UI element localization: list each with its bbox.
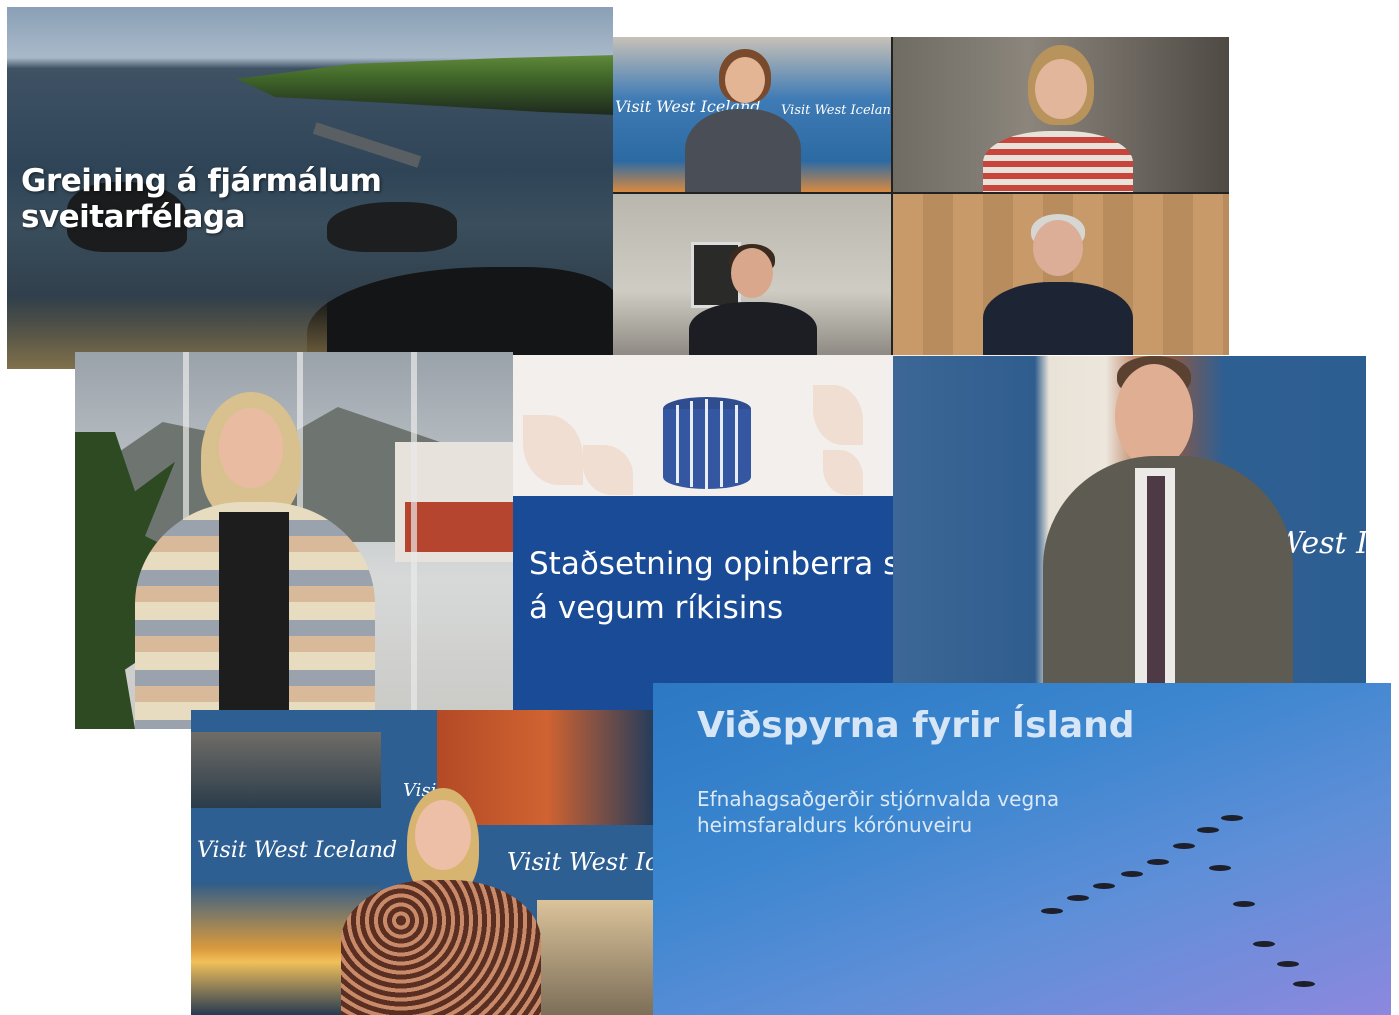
- poster-watermark: Visit West Icel: [507, 848, 657, 876]
- sea-rock: [327, 202, 457, 252]
- cliff-shape: [237, 55, 613, 115]
- coast-title: Greining á fjármálum sveitarfélaga: [21, 163, 382, 235]
- bird-icon: [1221, 815, 1243, 821]
- bird-icon: [1293, 981, 1315, 987]
- bird-icon: [1209, 865, 1231, 871]
- bird-icon: [1197, 827, 1219, 833]
- video-cell-2: [893, 37, 1229, 192]
- woman-posters-photo-tile: Visit West Iceland Visit West Icel Visi: [191, 710, 657, 1015]
- poster-watermark: Visit West Iceland: [197, 838, 398, 863]
- poster-watermark: Visit West Iceland: [781, 103, 891, 118]
- slide-subtitle: Efnahagsaðgerðir stjórnvalda vegna heims…: [697, 787, 1060, 837]
- coast-photo-tile: Greining á fjármálum sveitarfélaga: [7, 7, 613, 369]
- economic-measures-slide-tile: Viðspyrna fyrir Ísland Efnahagsaðgerðir …: [653, 683, 1391, 1015]
- video-call-grid-tile: Visit West Iceland Visit West Iceland: [613, 37, 1229, 355]
- person-avatar: [673, 47, 813, 192]
- poster-seastack: [537, 900, 657, 1015]
- poster-landscape: [191, 732, 381, 808]
- person-avatar: [973, 45, 1143, 192]
- person-avatar: [1043, 356, 1293, 703]
- bird-icon: [1233, 901, 1255, 907]
- poster-person-orange: [437, 710, 657, 825]
- bird-icon: [1093, 883, 1115, 889]
- leaf-decoration: [813, 385, 863, 445]
- bird-icon: [1277, 961, 1299, 967]
- video-cell-3: [613, 194, 891, 355]
- man-suit-photo-tile: West Ic: [893, 356, 1366, 703]
- pier-shape: [312, 122, 422, 168]
- person-avatar: [683, 240, 823, 355]
- sea-rock: [67, 182, 187, 252]
- slide-heading: Viðspyrna fyrir Ísland: [697, 705, 1135, 746]
- bird-icon: [1067, 895, 1089, 901]
- bird-icon: [1147, 859, 1169, 865]
- woman-window-photo-tile: [75, 352, 513, 729]
- bird-icon: [1121, 871, 1143, 877]
- person-avatar: [135, 392, 375, 729]
- bird-icon: [1173, 843, 1195, 849]
- video-cell-4: [893, 194, 1229, 355]
- person-avatar: [973, 212, 1143, 355]
- leaf-decoration: [523, 415, 583, 485]
- video-cell-1: Visit West Iceland Visit West Iceland: [613, 37, 891, 192]
- leaf-decoration: [583, 445, 633, 495]
- bird-icon: [1041, 908, 1063, 914]
- person-avatar: [341, 788, 541, 1015]
- bird-icon: [1253, 941, 1275, 947]
- institution-logo-icon: [663, 397, 751, 489]
- leaf-decoration: [823, 450, 863, 495]
